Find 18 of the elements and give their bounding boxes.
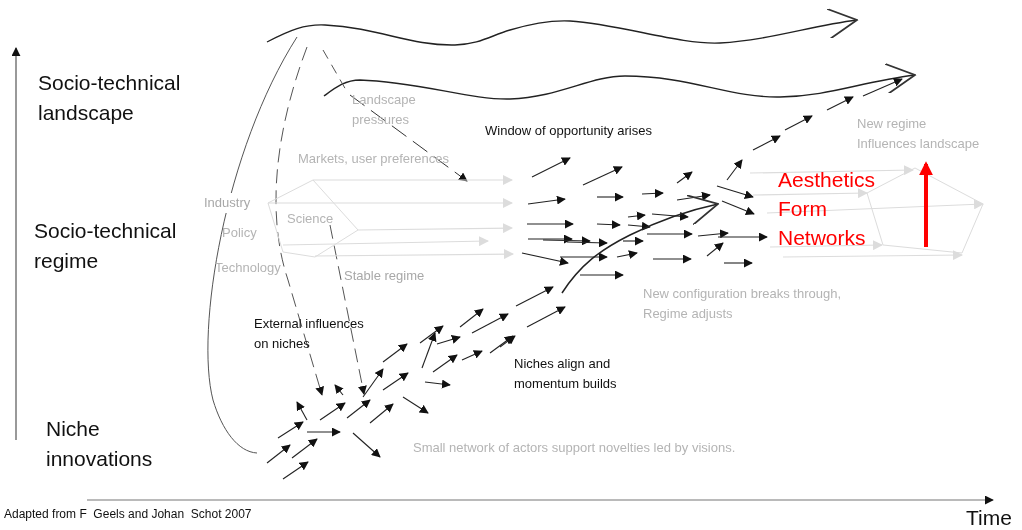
annotation: New regime Influences landscape <box>857 115 981 153</box>
regime-element-label: Policy <box>222 224 257 242</box>
annotation: New configuration breaks through, Regime adjusts <box>643 285 842 323</box>
regime-element-label: Industry <box>204 193 251 213</box>
axis-label: Time <box>966 505 1012 530</box>
level-heading: Socio-technical regime <box>34 218 178 275</box>
annotation: Landscape pressures <box>352 91 417 129</box>
caption: Adapted from F Geels and Johan Schot 2007 <box>4 506 252 523</box>
regime-element-label: Science <box>287 210 334 228</box>
annotation: External influences on niches <box>254 315 365 353</box>
regime-element-label: Technology <box>215 259 281 277</box>
level-heading: Niche innovations <box>46 416 154 473</box>
annotation: Small network of actors support novelties led by visions. <box>413 439 736 457</box>
highlight-text: Aesthetics Form Networks <box>778 167 876 251</box>
level-heading: Socio-technical landscape <box>38 70 182 127</box>
annotation: Niches align and momentum builds <box>514 355 618 393</box>
annotation: Markets, user preferences <box>298 150 449 168</box>
annotation: Window of opportunity arises <box>485 122 652 140</box>
